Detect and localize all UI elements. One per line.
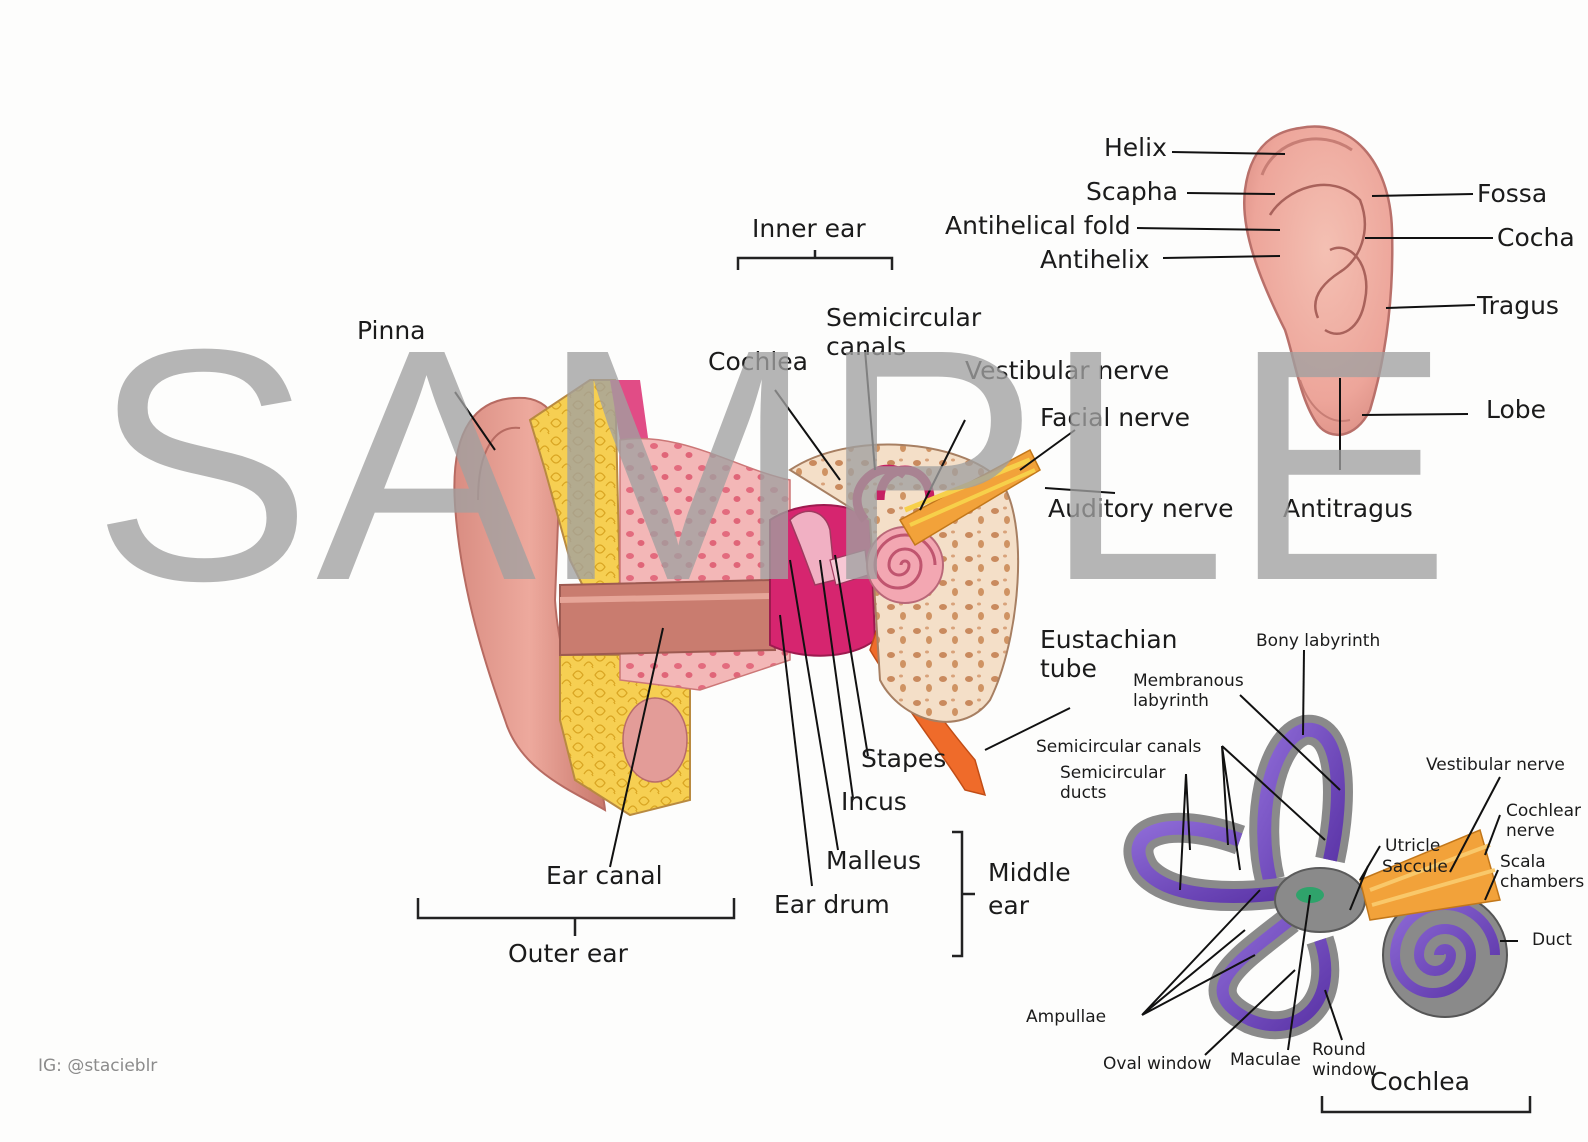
label-duct: Duct xyxy=(1532,930,1572,950)
label-ear-canal: Ear canal xyxy=(546,861,663,890)
label-tragus: Tragus xyxy=(1477,291,1559,320)
bracket-inner-ear xyxy=(736,250,894,270)
label-inner-ear: Inner ear xyxy=(752,214,866,243)
label-incus: Incus xyxy=(841,787,907,816)
gland xyxy=(622,697,688,783)
concha-curve xyxy=(1324,246,1368,335)
outer-ear-illustration xyxy=(453,379,791,817)
label-vestibular-nerve: Vestibular nerve xyxy=(965,356,1170,385)
label-auditory-nerve: Auditory nerve xyxy=(1048,494,1234,523)
label-ampullae: Ampullae xyxy=(1026,1007,1107,1027)
leader-lines xyxy=(454,151,1518,1056)
label-cochlea: Cochlea xyxy=(708,347,808,376)
label-membranous-labyrinth: Membranous labyrinth xyxy=(1133,671,1244,711)
ossicles xyxy=(789,510,836,586)
label-lobe: Lobe xyxy=(1486,395,1547,424)
label-maculae: Maculae xyxy=(1230,1050,1301,1070)
label-facial-nerve: Facial nerve xyxy=(1040,403,1190,432)
label-cochlear-nerve: Cochlear nerve xyxy=(1506,801,1581,841)
label-antihelix: Antihelix xyxy=(1040,245,1150,274)
inner-ear-illustration xyxy=(788,443,1041,723)
label-scapha: Scapha xyxy=(1086,177,1178,206)
label-antitragus: Antitragus xyxy=(1283,494,1413,523)
label-eustachian-tube: Eustachian tube xyxy=(1040,625,1178,683)
bracket-middle-ear xyxy=(952,830,975,958)
label-scala-chambers: Scala chambers xyxy=(1500,852,1585,892)
helix-rim xyxy=(1260,137,1353,176)
label-oval-window: Oval window xyxy=(1103,1054,1212,1074)
labyrinth-illustration xyxy=(1123,714,1508,1040)
lobe-curve xyxy=(1299,379,1351,422)
bracket-outer-ear xyxy=(416,898,736,936)
antihelix-curve xyxy=(1268,183,1367,319)
label-middle-ear: Middle ear xyxy=(988,858,1071,920)
credit-text: IG: @stacieblr xyxy=(38,1056,158,1076)
auricle-outline xyxy=(1243,125,1394,437)
label-ear-drum: Ear drum xyxy=(774,890,890,919)
label-bony-labyrinth: Bony labyrinth xyxy=(1256,631,1381,651)
label-helix: Helix xyxy=(1104,133,1167,162)
auricle-illustration xyxy=(1243,125,1394,437)
label-semicircular-canals: Semicircular canals xyxy=(826,303,982,361)
label-antihelical-fold: Antihelical fold xyxy=(945,211,1131,240)
label-outer-ear: Outer ear xyxy=(508,939,628,968)
label-utricle: Utricle xyxy=(1385,836,1441,856)
label-semicircular-ducts: Semicircular ducts xyxy=(1060,763,1166,803)
semicircular-canals-shape xyxy=(852,464,935,523)
label-malleus: Malleus xyxy=(826,846,922,875)
label-cocha: Cocha xyxy=(1497,223,1575,252)
label-round-window: Round window xyxy=(1312,1040,1377,1080)
label-stapes: Stapes xyxy=(861,744,947,773)
brackets xyxy=(416,250,1532,1114)
label-pinna: Pinna xyxy=(357,316,426,345)
label-semicircular-canals-lab: Semicircular canals xyxy=(1036,737,1202,757)
sample-watermark: SAMPLE xyxy=(92,280,1455,649)
label-cochlea-lab: Cochlea xyxy=(1370,1067,1470,1096)
label-vestibular-nerve-lab: Vestibular nerve xyxy=(1426,755,1565,775)
label-fossa: Fossa xyxy=(1477,179,1548,208)
label-saccule: Saccule xyxy=(1382,857,1448,877)
bracket-cochlea xyxy=(1320,1096,1532,1114)
